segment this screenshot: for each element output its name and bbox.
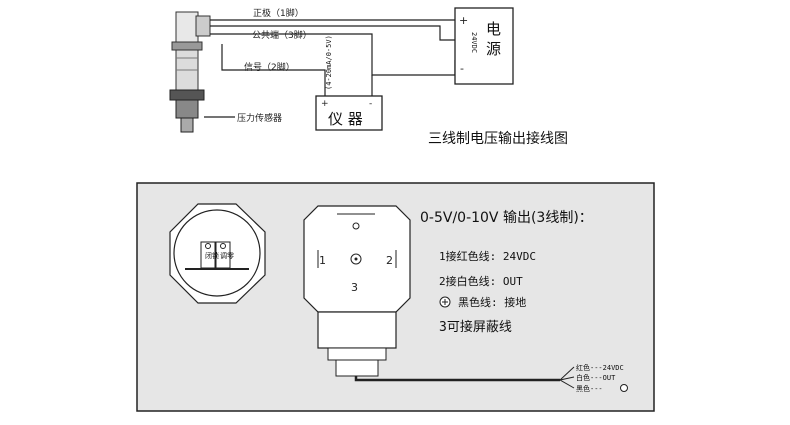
instrument-label: 仪 器	[328, 110, 363, 128]
legend-ground-icon	[620, 384, 628, 392]
wire-positive-label: 正极（1脚）	[253, 7, 304, 19]
instrument-plus: +	[321, 99, 329, 109]
output-title: 0-5V/0-10V 输出(3线制)：	[420, 210, 593, 226]
sensor-button-left: 闭锁	[205, 251, 219, 260]
sensor-button-right: 调零	[220, 251, 234, 260]
pressure-sensor	[169, 11, 211, 133]
sensor-face: 闭锁 调零	[169, 203, 266, 304]
pin2-description: 2接白色线: OUT	[439, 274, 523, 288]
power-plus: +	[459, 14, 468, 27]
power-label-line1: 电	[486, 20, 501, 38]
connector-pin1: 1	[319, 254, 326, 267]
connector-pin3: 3	[351, 281, 358, 294]
connector-pin2: 2	[386, 254, 393, 267]
power-minus: -	[460, 62, 464, 75]
ground-symbol-icon	[352, 222, 360, 230]
power-supply-box: + - 24VDC 电 源	[454, 7, 514, 85]
sensor-label: 压力传感器	[237, 112, 282, 124]
power-label-line2: 源	[486, 40, 501, 58]
bottom-connection-panel: 闭锁 调零 1 2 3 0-5V/0-10V 输	[136, 182, 655, 412]
din-connector: 1 2 3	[303, 205, 575, 389]
wire-legend: 红色---24VDC 白色---OUT 黑色---	[576, 363, 628, 393]
top-wiring-diagram: 正极（1脚） 公共端（3脚） 信号（2脚） 压力传感器 (4-20mA/0-5V…	[169, 7, 568, 147]
legend-black: 黑色---	[576, 384, 603, 393]
top-diagram-caption: 三线制电压输出接线图	[428, 130, 568, 147]
instrument-box: + - 仪 器	[315, 95, 383, 131]
legend-white: 白色---OUT	[576, 373, 616, 382]
wire-signal-label: 信号（2脚）	[244, 61, 295, 73]
pin1-description: 1接红色线: 24VDC	[439, 249, 536, 263]
instrument-minus: -	[369, 99, 372, 109]
legend-red: 红色---24VDC	[576, 363, 624, 372]
pin3-description: 3可接屏蔽线	[439, 319, 512, 335]
wire-common-label: 公共端（3脚）	[252, 29, 312, 41]
ground-description: 黑色线: 接地	[458, 295, 526, 309]
power-voltage: 24VDC	[470, 32, 478, 53]
ground-row: 黑色线: 接地	[439, 295, 526, 309]
signal-range-label: (4-20mA/0-5V)	[325, 35, 333, 90]
